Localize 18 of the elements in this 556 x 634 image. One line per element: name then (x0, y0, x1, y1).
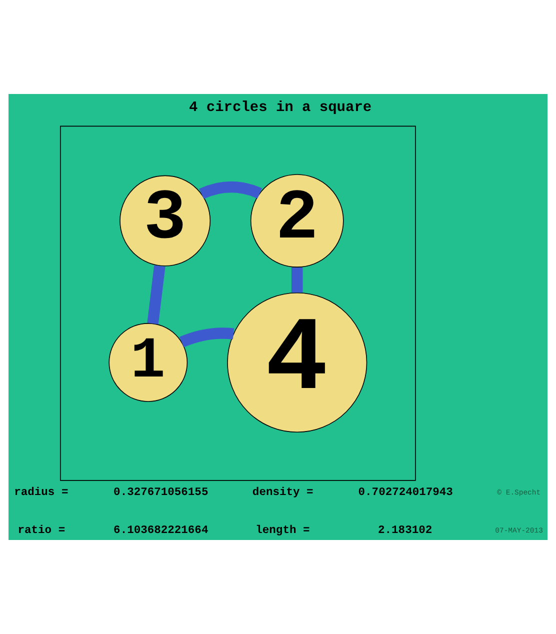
connector (180, 328, 234, 348)
label: 6.103682221664 (114, 524, 208, 537)
connector (147, 265, 166, 324)
node-circle: 1 (108, 323, 188, 402)
label: density = (252, 487, 314, 500)
node-circle: 4 (227, 292, 368, 433)
label: 2.183102 (378, 524, 432, 537)
diagram-title: 4 circles in a square (189, 100, 372, 116)
connector (291, 267, 303, 293)
node-circle: 2 (250, 174, 344, 268)
label: ratio = (18, 524, 66, 537)
label: radius = (14, 487, 68, 500)
node-circle: 3 (120, 175, 211, 266)
connector (199, 181, 262, 199)
label: 0.702724017943 (358, 487, 453, 500)
label: 0.327671056155 (114, 487, 208, 500)
cluster (60, 126, 416, 481)
label: length = (256, 524, 310, 537)
